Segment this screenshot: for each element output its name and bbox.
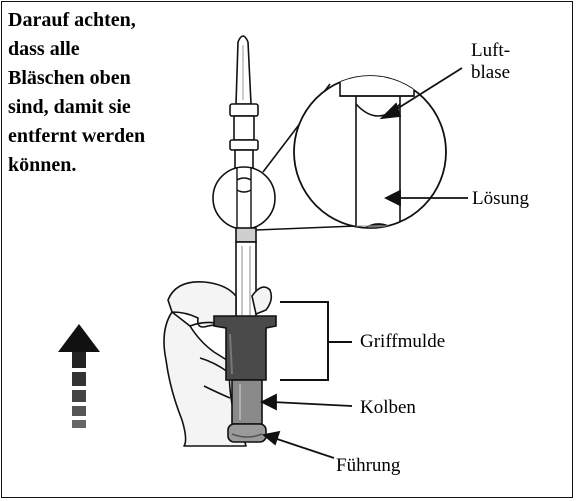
magnified-view [293,75,447,229]
instruction-text: Darauf achten, dass alle Bläschen oben s… [8,9,146,176]
label-plunger: Kolben [360,397,416,418]
pointer-arrows [259,67,468,459]
needle-cap [235,35,252,105]
up-arrow-icon [58,324,100,428]
syringe-barrel [235,227,257,321]
label-finger-grip: Griffmulde [360,331,446,352]
syringe-barrel-top [236,168,252,228]
label-solution: Lösung [472,188,529,209]
plunger [227,379,267,443]
finger-grip [213,315,277,381]
label-guide: Führung [336,455,401,476]
zoom-source-circle [212,166,276,230]
syringe-hub [229,103,259,169]
finger-grip-bracket [280,301,352,381]
label-air-bubble: Luft- blase [471,40,511,83]
